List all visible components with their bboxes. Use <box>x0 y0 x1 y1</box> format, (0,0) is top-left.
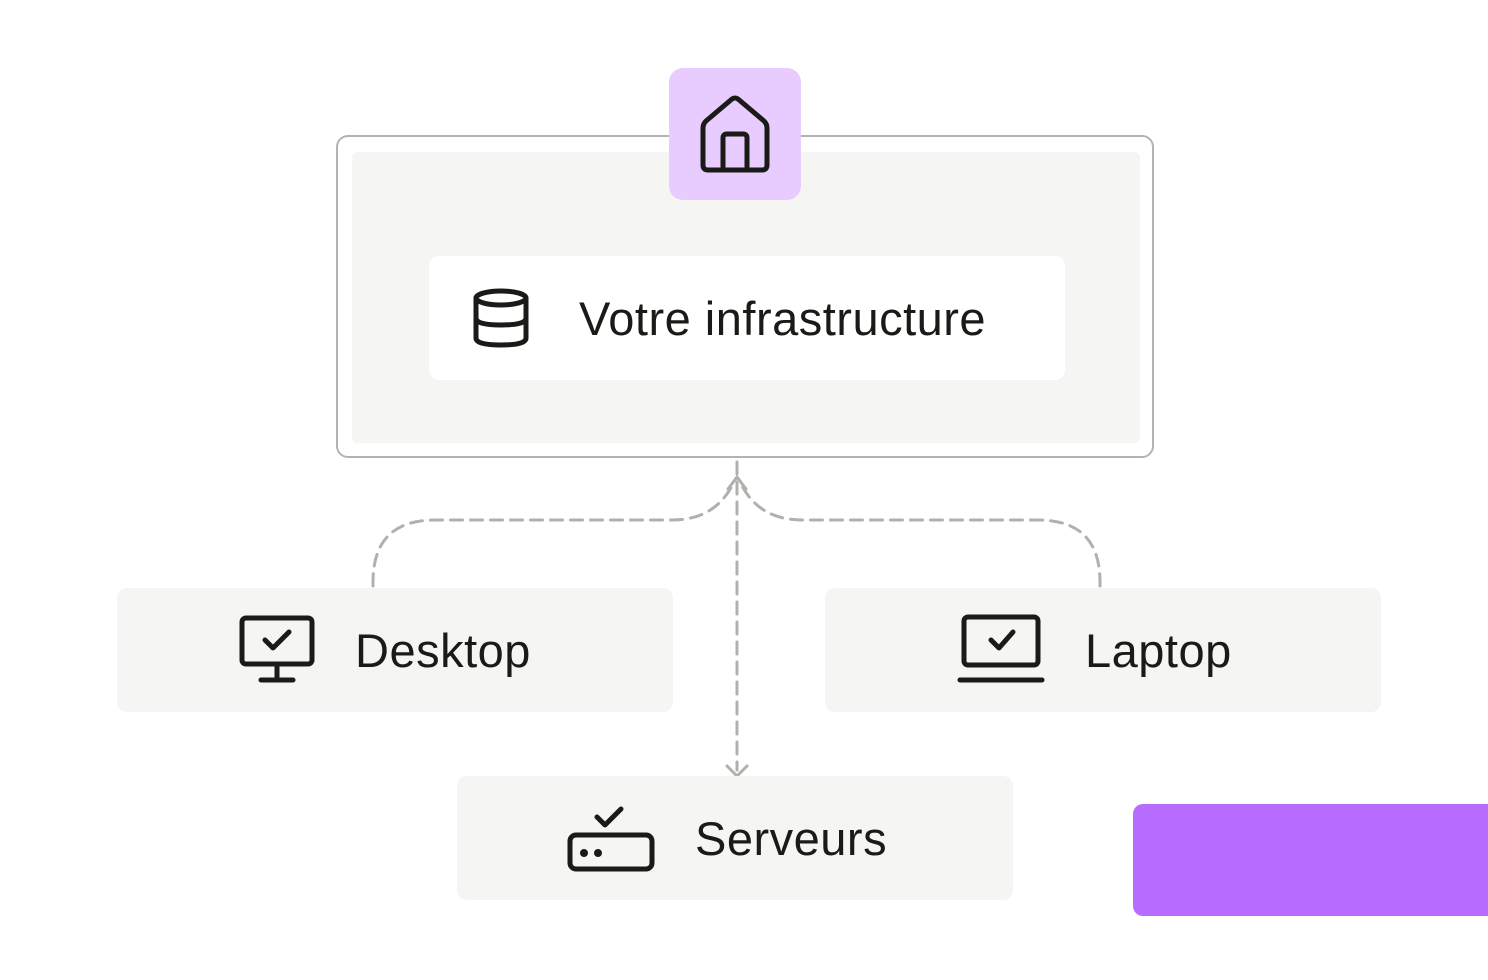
infrastructure-node: Votre infrastructure <box>429 256 1065 380</box>
connector-desktop <box>371 480 736 588</box>
serveurs-label: Serveurs <box>695 811 888 865</box>
home-icon <box>700 95 770 173</box>
accent-block <box>1133 804 1488 916</box>
database-icon <box>471 288 531 348</box>
desktop-icon <box>239 615 315 685</box>
infrastructure-label: Votre infrastructure <box>579 291 987 345</box>
desktop-label: Desktop <box>355 623 531 677</box>
desktop-node: Desktop <box>117 588 673 712</box>
arrowhead-up <box>726 475 748 491</box>
laptop-label: Laptop <box>1085 623 1232 677</box>
laptop-node: Laptop <box>825 588 1381 712</box>
serveurs-node: Serveurs <box>457 776 1013 900</box>
arrowhead-down <box>725 764 749 778</box>
connector-laptop <box>738 480 1102 588</box>
home-badge <box>669 68 801 200</box>
laptop-icon <box>957 614 1045 686</box>
server-icon <box>567 803 655 873</box>
